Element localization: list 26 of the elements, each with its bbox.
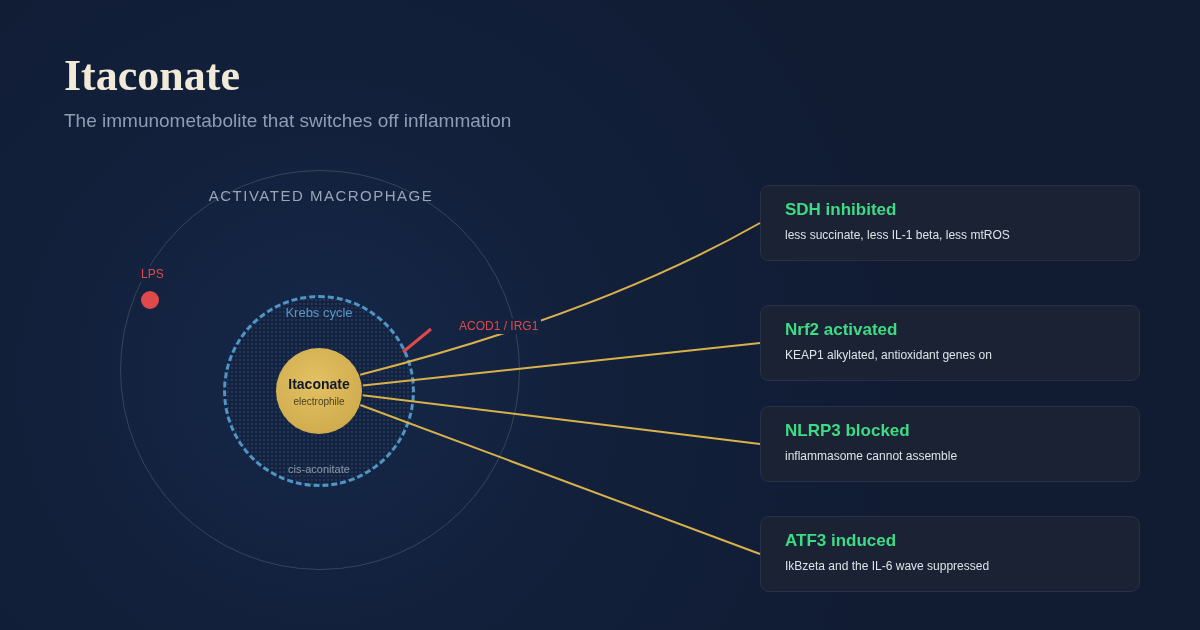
effect-card [760,305,1140,381]
effect-description: less succinate, less IL-1 beta, less mtROS [785,228,1011,242]
molecule-name: Itaconate [288,375,350,392]
effect-card [760,516,1140,592]
stimulus-label: LPS [138,266,167,282]
enzyme-label: ACOD1 / IRG1 [456,318,542,334]
connector-line [359,404,761,555]
effect-description: inflammasome cannot assemble [785,449,959,463]
effect-heading: Nrf2 activated [785,320,899,340]
effect-description: IkBzeta and the IL-6 wave suppressed [785,559,991,573]
subtitle: The immunometabolite that switches off inflammation [64,110,512,132]
effect-heading: SDH inhibited [785,200,898,220]
effect-description: KEAP1 alkylated, antioxidant genes on [785,348,993,362]
effect-card [760,185,1140,261]
effect-heading: ATF3 induced [785,531,898,551]
cell-heading: ACTIVATED MACROPHAGE [208,187,434,204]
title: Itaconate [64,50,240,101]
connector-line [361,394,761,445]
metabolite-name: cis-aconitate [288,463,350,475]
connector-line [359,222,761,376]
connector-line [361,342,761,387]
effect-heading: NLRP3 blocked [785,421,911,441]
effect-card [760,406,1140,482]
cycle-name: Krebs cycle [285,305,353,320]
molecule-property: electrophile [293,395,345,407]
itaconate-circle [276,348,362,434]
